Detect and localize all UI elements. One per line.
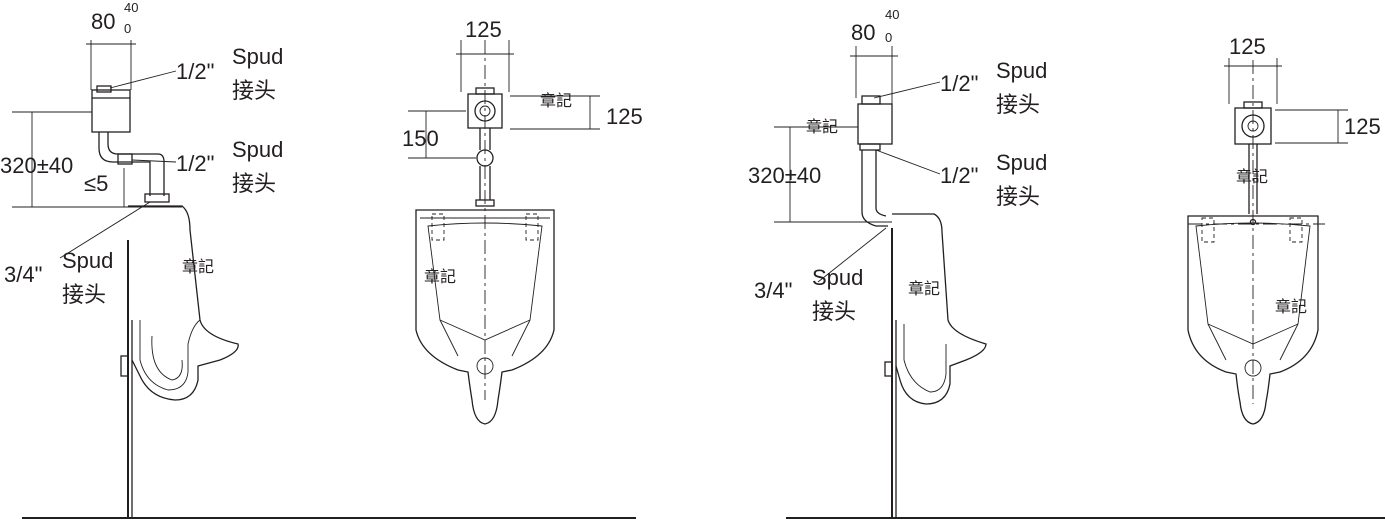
- spud-size-right: 3/4": [754, 278, 792, 303]
- front-offset-dimension: 150: [402, 126, 439, 151]
- inlet-label: Spud: [232, 44, 283, 69]
- inlet-cn-right: 接头: [996, 93, 1040, 118]
- outlet-size: 1/2": [176, 151, 214, 176]
- outlet-label: Spud: [232, 137, 283, 162]
- front-height-dimension: 125: [606, 104, 643, 129]
- height-dimension-right: 320±40: [748, 163, 821, 188]
- flush-valve: [91, 89, 131, 133]
- width-tolerance-lower-right: 0: [885, 30, 892, 45]
- left-front-view: 章記 125 125 章記 150: [402, 17, 643, 425]
- front-width-dimension: 125: [465, 17, 502, 42]
- inlet-label-right: Spud: [996, 58, 1047, 83]
- spud-size: 3/4": [4, 262, 42, 287]
- outlet-label-right: Spud: [996, 150, 1047, 175]
- outlet-cn: 接头: [232, 172, 276, 197]
- stamp-label-bowl: 章記: [424, 267, 456, 286]
- spud-label: Spud: [62, 248, 113, 273]
- spud-label-right: Spud: [812, 265, 863, 290]
- left-side-view: 章記 80 40 0 320±40 ≤5 1/2" Spud 接头 1/2" S…: [0, 0, 283, 518]
- stamp-label-bowl-right: 章記: [1275, 297, 1307, 316]
- inlet-size-right: 1/2": [940, 71, 978, 96]
- gap-dimension: ≤5: [84, 171, 108, 196]
- urinal-front: [415, 209, 555, 425]
- urinal-front-right: [1187, 215, 1319, 425]
- front-height-dimension-right: 125: [1344, 114, 1381, 139]
- stamp-label-top-right: 章記: [1236, 167, 1268, 186]
- stamp-label: 章記: [182, 257, 214, 276]
- spud-cn-right: 接头: [812, 300, 856, 325]
- flush-valve-right: [857, 103, 893, 145]
- outlet-size-right: 1/2": [940, 163, 978, 188]
- inlet-cn: 接头: [232, 79, 276, 104]
- width-dimension: 80: [91, 9, 115, 34]
- right-front-view: 章記 章記 125 125: [1187, 34, 1381, 425]
- width-tolerance-upper-right: 40: [885, 7, 899, 22]
- urinal-side-profile-right: [892, 213, 987, 405]
- width-dimension-right: 80: [851, 20, 875, 45]
- right-side-view: 章記 80 40 0 320±40 章記 1/2" Spud 接头 1/2" S…: [748, 7, 1047, 518]
- height-dimension: 320±40: [0, 153, 73, 178]
- outlet-cn-right: 接头: [996, 185, 1040, 210]
- width-tolerance-upper: 40: [124, 0, 138, 15]
- spud-cn: 接头: [62, 283, 106, 308]
- width-tolerance-lower: 0: [124, 21, 131, 36]
- urinal-side-profile: [128, 205, 239, 401]
- front-width-dimension-right: 125: [1229, 34, 1266, 59]
- stamp-label-top: 章記: [540, 91, 572, 110]
- stamp-label-side-top: 章記: [806, 117, 838, 136]
- inlet-size: 1/2": [176, 59, 214, 84]
- stamp-label-side: 章記: [908, 279, 940, 298]
